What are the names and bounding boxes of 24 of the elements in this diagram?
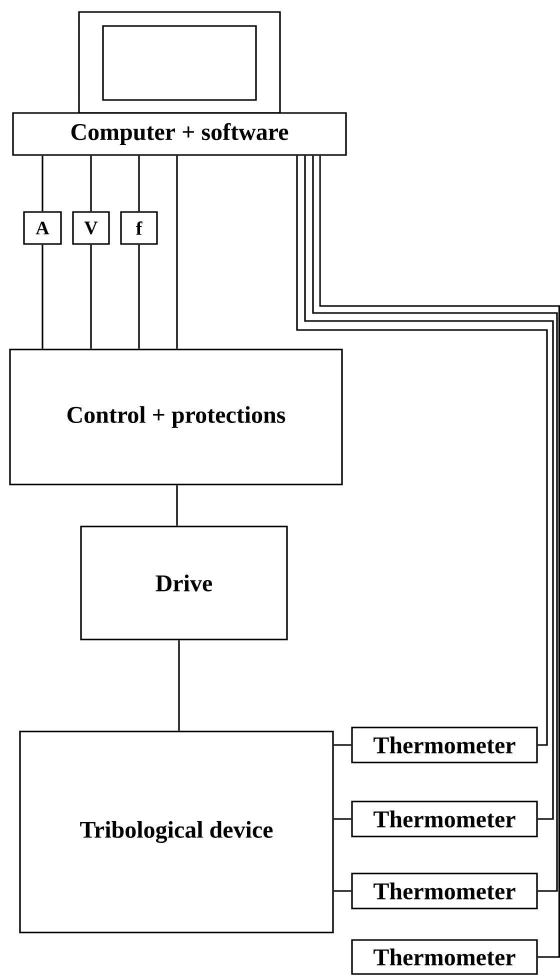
connector-line: [334, 890, 352, 892]
meter-box: A: [23, 211, 62, 245]
thermometer-box: Thermometer: [351, 800, 538, 838]
connector-line: [90, 156, 92, 212]
process-box: Control + protections: [9, 348, 343, 486]
connector-line: [90, 244, 92, 349]
connector-line: [176, 156, 178, 349]
meter-box: V: [72, 211, 110, 245]
thermometer-box: Thermometer: [351, 726, 538, 764]
connector-line: [42, 244, 44, 349]
thermometer-box: Thermometer: [351, 939, 538, 975]
connector-line: [334, 818, 352, 820]
process-box: Tribological device: [19, 730, 334, 934]
connector-line: [296, 156, 548, 746]
connector-line: [176, 485, 178, 526]
process-box: Computer + software: [12, 112, 347, 156]
connector-line: [178, 640, 180, 731]
connector-line: [42, 156, 44, 212]
process-box: Drive: [80, 526, 288, 640]
connector-line: [138, 156, 140, 212]
thermometer-box: Thermometer: [351, 872, 538, 910]
connector-line: [138, 244, 140, 349]
meter-box: f: [120, 211, 158, 245]
connector-line: [334, 744, 352, 746]
